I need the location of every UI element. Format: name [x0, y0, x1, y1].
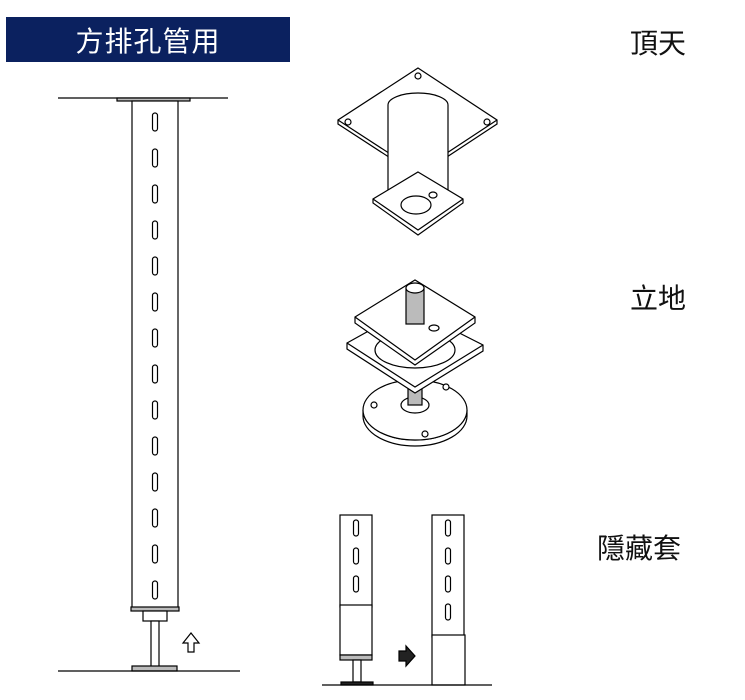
- slot: [151, 184, 159, 204]
- slot: [151, 400, 159, 420]
- full-height-pole: [58, 97, 240, 672]
- slot: [352, 519, 360, 537]
- label-floor: 立地: [630, 282, 687, 315]
- slot: [151, 508, 159, 528]
- slot: [151, 148, 159, 168]
- slot: [151, 220, 159, 240]
- hidden-sleeve-after: [431, 514, 466, 686]
- hidden-sleeve-before: [339, 514, 374, 686]
- slot: [352, 547, 360, 565]
- slot: [352, 575, 360, 593]
- slot: [151, 580, 159, 600]
- floor-adjuster: [346, 279, 484, 447]
- right-arrow-icon: [398, 644, 416, 668]
- slot: [444, 603, 452, 621]
- pole-body: [131, 100, 179, 610]
- slot: [151, 112, 159, 132]
- slot: [151, 436, 159, 456]
- sleeve: [431, 634, 466, 686]
- slot: [444, 547, 452, 565]
- adjuster-nut: [142, 610, 168, 622]
- foot-plate: [131, 665, 178, 672]
- slot: [444, 519, 452, 537]
- up-arrow-icon: [181, 632, 201, 653]
- label-hidden-sleeve: 隱藏套: [597, 532, 682, 565]
- adjuster-stem: [150, 620, 160, 668]
- sleeve: [339, 604, 373, 656]
- slot: [151, 256, 159, 276]
- ceiling-bracket: [337, 67, 498, 236]
- slot: [151, 292, 159, 312]
- socket-hole: [400, 195, 432, 215]
- slot: [151, 544, 159, 564]
- title-text: 方排孔管用: [75, 24, 221, 58]
- slot: [151, 364, 159, 384]
- title-banner: 方排孔管用: [6, 17, 290, 62]
- slot: [151, 328, 159, 348]
- bracket-cylinder: [387, 92, 449, 201]
- slot: [444, 575, 452, 593]
- slot: [151, 472, 159, 492]
- label-ceiling: 頂天: [630, 27, 687, 60]
- pole-slots: [151, 112, 159, 600]
